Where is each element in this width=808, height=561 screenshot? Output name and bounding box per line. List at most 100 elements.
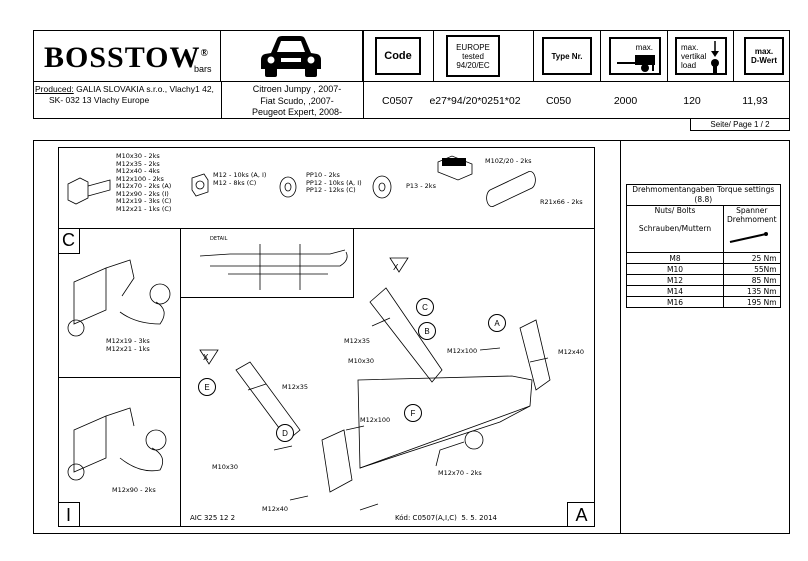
m12x35-label-2: M12x35 xyxy=(282,383,308,391)
brand-logo: BOSSTOW® xyxy=(44,41,209,75)
dwert-line1: max. xyxy=(754,47,774,56)
m12x40-label-2: M12x40 xyxy=(262,505,288,513)
p13-label: P13 - 2ks xyxy=(406,182,436,190)
divider-1 xyxy=(221,81,222,118)
callout-b: B xyxy=(418,322,436,340)
m12x35-label-1: M12x35 xyxy=(344,337,370,345)
code-cell xyxy=(363,31,434,81)
vertical-line1: max. xyxy=(681,42,699,52)
vehicle-3: Peugeot Expert, 2008- xyxy=(251,107,343,117)
page-number: Seite/ Page 1 / 2 xyxy=(690,119,790,131)
header-table: BOSSTOW® bars Code EUROPE tested 94/20/E… xyxy=(33,30,790,119)
producer-block: Produced: GALIA SLOVAKIA s.r.o., Vlachy1… xyxy=(35,84,214,106)
brand-reg: ® xyxy=(200,48,210,59)
trailer-icon xyxy=(617,55,655,72)
brand-sub: bars xyxy=(194,64,212,74)
vertical-header: max. vertikal load xyxy=(675,37,727,75)
car-cell xyxy=(221,31,363,81)
inner-frame xyxy=(58,147,595,527)
vertical-line2: vertikal xyxy=(681,51,707,61)
max-load-label: max. xyxy=(635,43,653,52)
detail-box xyxy=(180,228,354,298)
section-i-marker: I xyxy=(58,502,80,527)
approval-line3: 94/20/EC xyxy=(456,60,490,70)
m10z-label: M10Z/20 - 2ks xyxy=(485,157,532,165)
parts-divider xyxy=(58,228,595,229)
vertical-line3: load xyxy=(681,60,697,70)
c-i-divider xyxy=(58,377,180,378)
producer-label: Produced: xyxy=(35,84,74,94)
nuts-label: M12 - 10ks (A, I) M12 - 8ks (C) xyxy=(213,171,267,187)
producer-line2: SK- 032 13 Vlachy Europe xyxy=(49,95,150,105)
torque-size: M8 xyxy=(626,252,724,264)
type-value: C050 xyxy=(545,95,572,107)
parts-drawing xyxy=(67,155,536,207)
drawing-code: Kód: C0507(A,I,C) 5. 5. 2014 xyxy=(395,514,497,522)
right-divider xyxy=(620,140,621,534)
torque-table: Drehmomentangaben Torque settings(8.8) N… xyxy=(626,184,781,308)
producer-line1: GALIA SLOVAKIA s.r.o., Vlachy1 42, xyxy=(73,84,214,94)
x-marker-2: X xyxy=(203,353,209,362)
vehicle-list: Citroen Jumpy , 2007- Fiat Scudo, ,2007-… xyxy=(226,84,368,119)
torque-value: 25 Nm xyxy=(723,252,781,264)
torque-col1a: Nuts/ Bolts xyxy=(654,206,696,215)
max-load-value: 2000 xyxy=(613,95,638,107)
x-marker-1: X xyxy=(393,263,399,272)
approval-value: e27*94/20*0251*02 xyxy=(429,95,521,107)
torque-size: M12 xyxy=(626,274,724,286)
torque-title: Drehmomentangaben Torque settings xyxy=(632,185,775,194)
torque-col1b: Schrauben/Muttern xyxy=(638,224,712,233)
dwert-value: 11,93 xyxy=(742,95,768,107)
callout-e: E xyxy=(198,378,216,396)
assembly-drawing xyxy=(67,244,551,511)
torque-value: 135 Nm xyxy=(723,285,781,297)
a-divider xyxy=(180,228,181,527)
detail-label: DETAIL xyxy=(210,236,228,242)
vehicle-1: Citroen Jumpy , 2007- xyxy=(252,84,342,94)
torque-size: M16 xyxy=(626,296,724,308)
callout-a: A xyxy=(488,314,506,332)
dwert-line2: D-Wert xyxy=(750,56,778,65)
bolts-label: M10x30 - 2ks M12x35 - 2ks M12x40 - 4ks M… xyxy=(116,152,172,213)
code-value: C0507 xyxy=(382,95,413,107)
brand-name: BOSSTOW xyxy=(44,41,201,74)
divider-2 xyxy=(363,81,364,118)
m12x70-label: M12x70 - 2ks xyxy=(438,469,482,477)
header-divider xyxy=(34,81,789,82)
m12x90-label: M12x90 - 2ks xyxy=(112,486,156,494)
drawing-number: AIC 325 12 2 xyxy=(190,514,236,522)
torque-col2: Spanner Drehmoment xyxy=(727,206,777,224)
max-load-header: max. xyxy=(609,37,661,75)
callout-d: D xyxy=(276,424,294,442)
type-header: Type Nr. xyxy=(542,37,592,75)
approval-line1: EUROPE xyxy=(456,42,490,52)
approval-cell xyxy=(434,31,534,81)
torque-title2: (8.8) xyxy=(694,195,713,204)
tube-label: R21x66 - 2ks xyxy=(540,198,583,206)
washers-label: PP10 - 2ks PP12 - 10ks (A, I) PP12 - 12k… xyxy=(306,171,362,194)
m12x19-label: M12x19 - 3ks M12x21 - 1ks xyxy=(106,337,150,353)
torque-value: 85 Nm xyxy=(723,274,781,286)
max-load-cell xyxy=(601,31,668,81)
torque-value: 195 Nm xyxy=(723,296,781,308)
approval-line2: tested xyxy=(462,51,484,61)
vertical-load-icon xyxy=(711,41,719,75)
m12x100-label-1: M12x100 xyxy=(447,347,478,355)
torque-size: M10 xyxy=(626,263,724,275)
logo-cell: BOSSTOW® bars xyxy=(34,31,221,81)
m12x100-label-2: M12x100 xyxy=(360,416,391,424)
code-header: Code xyxy=(375,37,421,75)
callout-c: C xyxy=(416,298,434,316)
m12x40-label-1: M12x40 xyxy=(558,348,584,356)
vertical-cell xyxy=(668,31,734,81)
approval-header: EUROPE tested 94/20/EC xyxy=(446,35,500,77)
car-icon xyxy=(261,36,321,77)
callout-f: F xyxy=(404,404,422,422)
section-a-marker: A xyxy=(567,502,595,527)
vehicle-2: Fiat Scudo, ,2007- xyxy=(260,95,334,106)
